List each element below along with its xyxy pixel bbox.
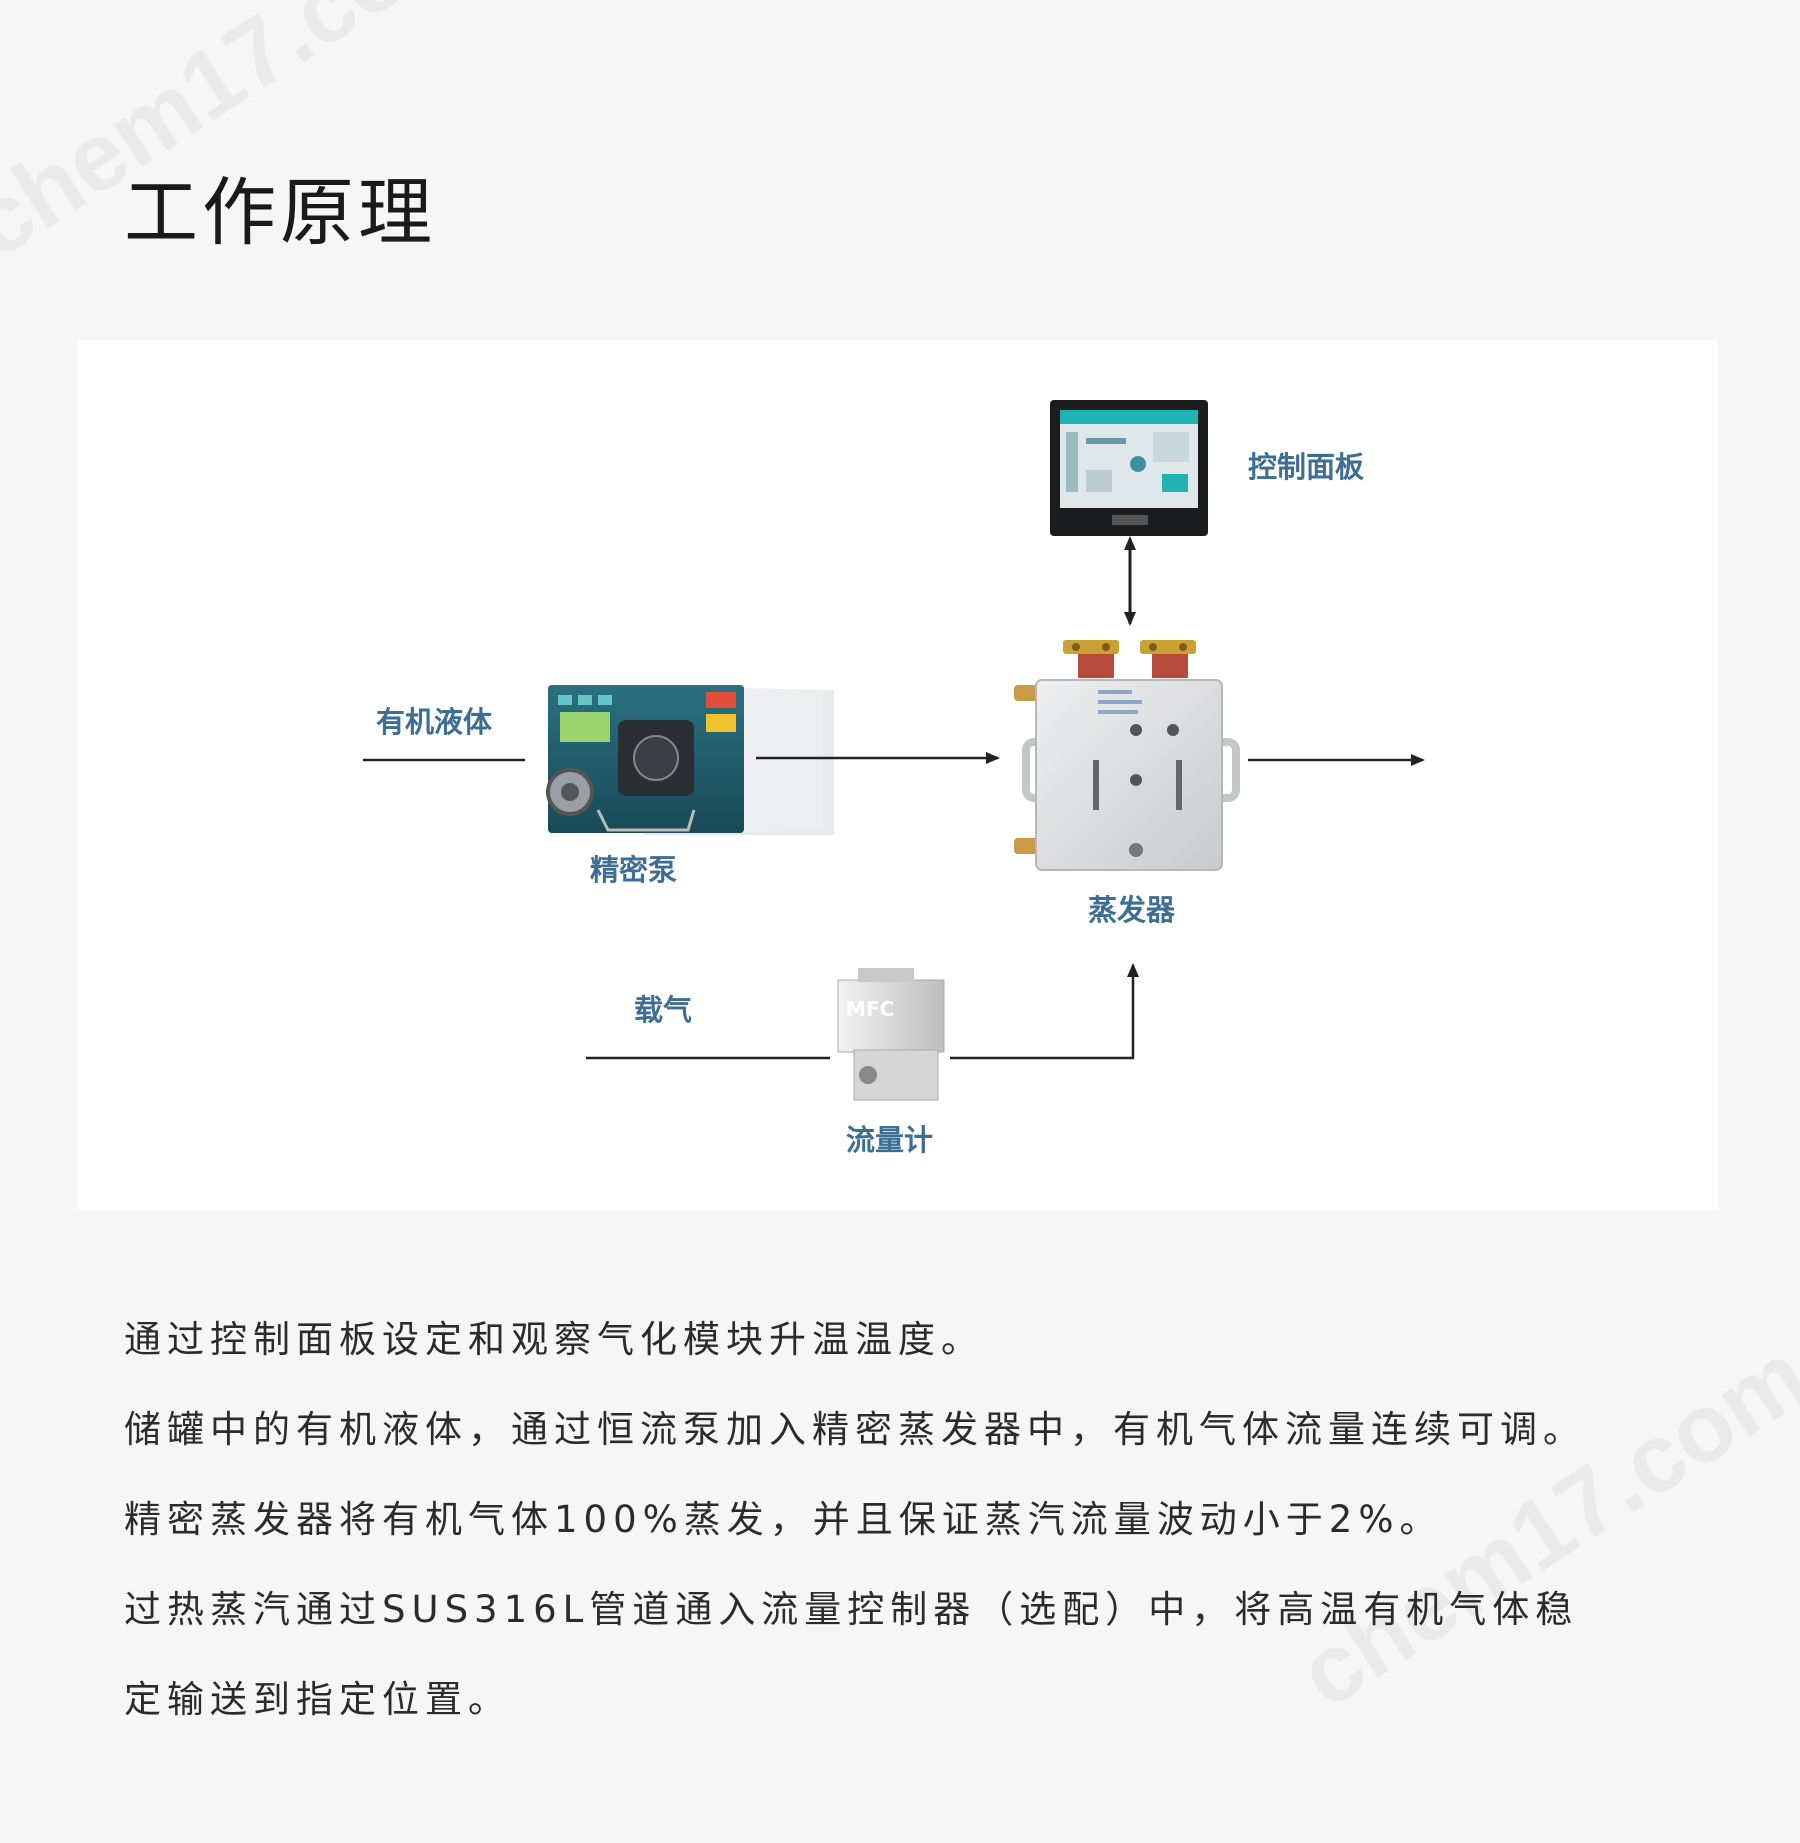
working-principle-diagram: 控制面板 有机液体 精密泵 (363, 400, 1425, 1157)
evaporator-label: 蒸发器 (1088, 893, 1176, 927)
mfc-text: MFC (846, 997, 894, 1021)
flowmeter-to-evaporator-arrow (950, 963, 1139, 1060)
control-panel-label: 控制面板 (1248, 450, 1365, 484)
description-line: 储罐中的有机液体，通过恒流泵加入精密蒸发器中，有机气体流量连续可调。 (124, 1408, 1586, 1451)
precision-pump-device (546, 685, 834, 835)
diagram-panel: 控制面板 有机液体 精密泵 (78, 340, 1718, 1210)
evaporator-device (1014, 640, 1240, 871)
organic-liquid-label: 有机液体 (376, 705, 493, 739)
description-line: 通过控制面板设定和观察气化模块升温温度。 (124, 1318, 984, 1361)
description-line: 定输送到指定位置。 (124, 1678, 511, 1721)
flow-meter-label: 流量计 (846, 1123, 933, 1157)
carrier-gas-label: 载气 (634, 993, 692, 1027)
precision-pump-label: 精密泵 (590, 853, 677, 887)
control-panel-device (1050, 400, 1208, 536)
description-line: 过热蒸汽通过SUS316L管道通入流量控制器（选配）中，将高温有机气体稳 (124, 1588, 1579, 1631)
description-text: 通过控制面板设定和观察气化模块升温温度。 储罐中的有机液体，通过恒流泵加入精密蒸… (124, 1295, 1684, 1745)
flow-meter-device: MFC (837, 968, 945, 1101)
description-line: 精密蒸发器将有机气体100%蒸发，并且保证蒸汽流量波动小于2%。 (124, 1498, 1443, 1541)
page-title: 工作原理 (124, 170, 436, 256)
